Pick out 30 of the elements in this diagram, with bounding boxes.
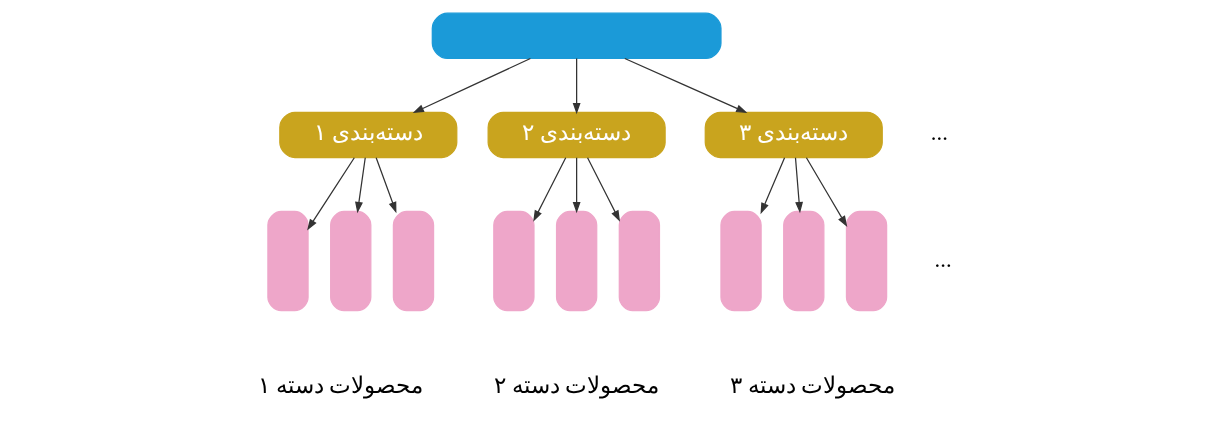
node-bar [555, 210, 597, 312]
node-bar [492, 210, 535, 312]
arrow [375, 157, 396, 214]
node-box: دسته‌بندی ۱ [278, 111, 457, 159]
arrow [805, 157, 847, 228]
arrow [760, 157, 785, 215]
label: ... [930, 120, 948, 146]
node-bar [329, 210, 371, 312]
node-box: دسته‌بندی ۲ [487, 111, 666, 159]
arrow [354, 157, 366, 214]
label: محصولات دسته ۲ [493, 372, 659, 398]
node-bar [266, 210, 309, 312]
node-bar [618, 210, 660, 312]
label: ... [934, 246, 952, 272]
label: محصولات دسته ۱ [257, 372, 423, 398]
arrow [412, 57, 531, 114]
arrow [532, 157, 566, 222]
arrow [572, 157, 581, 214]
arrow [572, 57, 581, 115]
node-box: دسته‌بندی ۳ [704, 111, 883, 159]
node-box [431, 12, 722, 59]
arrow [306, 157, 355, 231]
arrow [794, 157, 803, 214]
arrow [586, 157, 620, 222]
node-bar [845, 210, 887, 312]
label: محصولات دسته ۳ [729, 372, 895, 398]
node-bar [782, 210, 824, 312]
arrow [623, 57, 747, 114]
node-bar [392, 210, 434, 312]
node-bar [719, 210, 762, 312]
